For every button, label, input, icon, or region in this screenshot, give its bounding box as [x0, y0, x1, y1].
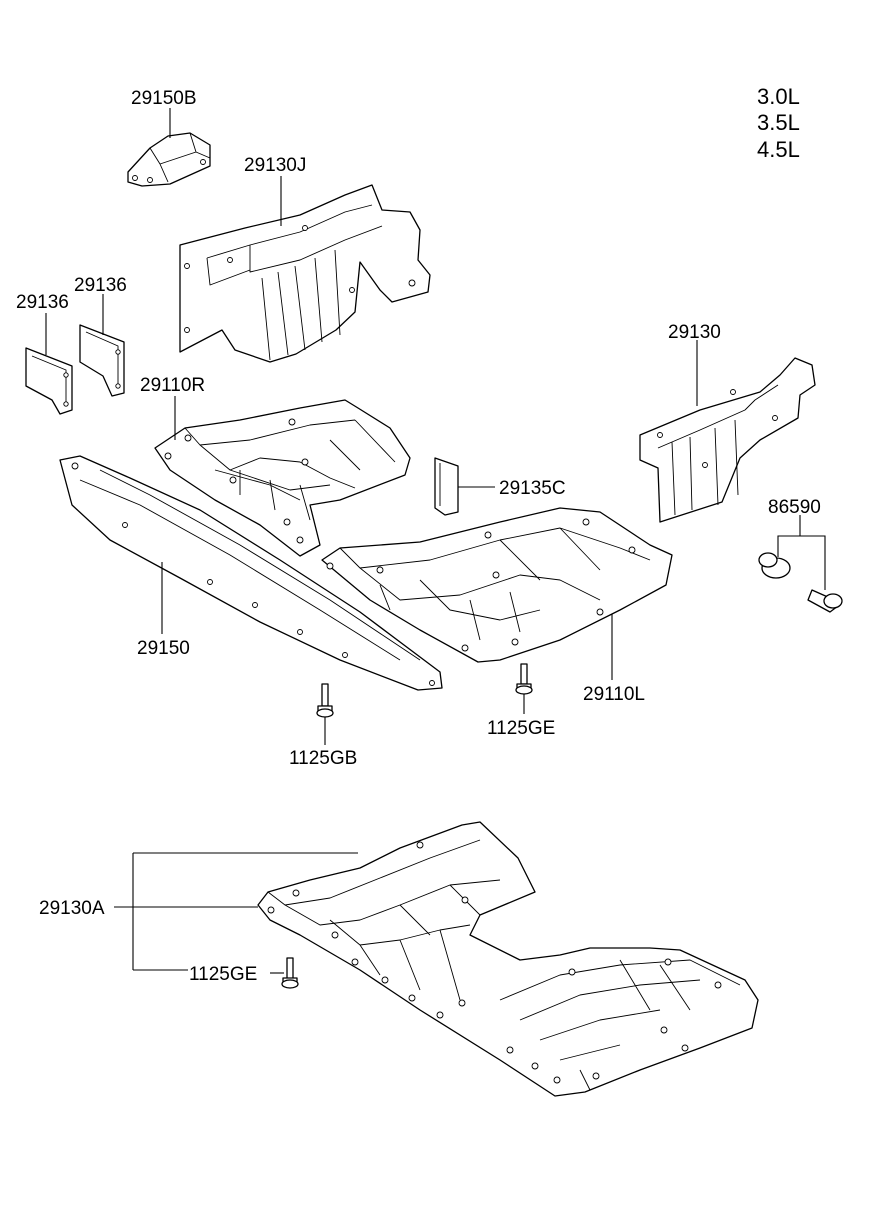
engine-spec-3: 4.5L	[757, 137, 800, 162]
label-29130A: 29130A	[39, 898, 105, 919]
part-29130A-assembly: 29130A	[39, 821, 759, 1097]
label-1125GB: 1125GB	[289, 748, 357, 769]
label-1125GE-top: 1125GE	[487, 718, 555, 739]
label-29136-left: 29136	[16, 292, 69, 313]
part-29136-plate-left: 29136	[16, 292, 73, 415]
engine-spec-list: 3.0L 3.5L 4.5L	[757, 84, 800, 162]
part-86590-fasteners: 86590	[758, 497, 843, 613]
label-29150: 29150	[137, 638, 190, 659]
label-29110R: 29110R	[140, 375, 205, 396]
engine-spec-1: 3.0L	[757, 84, 800, 109]
part-1125GE-bolt-bottom: 1125GE	[189, 957, 299, 989]
part-1125GB-bolt: 1125GB	[289, 683, 357, 769]
engine-spec-2: 3.5L	[757, 110, 800, 135]
label-29130: 29130	[668, 322, 721, 343]
label-29136-right: 29136	[74, 275, 127, 296]
label-29130J: 29130J	[244, 155, 306, 176]
label-1125GE-bottom: 1125GE	[189, 964, 257, 985]
label-29150B: 29150B	[131, 88, 197, 109]
label-29110L: 29110L	[583, 684, 645, 705]
part-29130J-shield: 29130J	[179, 155, 431, 363]
part-29150-cover: 29150	[59, 455, 443, 691]
part-29130-shield: 29130	[639, 322, 816, 523]
part-29150B-bracket: 29150B	[127, 88, 211, 187]
part-29110R-panel: 29110R	[140, 375, 411, 557]
part-1125GE-bolt-top: 1125GE	[487, 663, 555, 739]
part-29110L-panel: 29110L	[321, 507, 673, 705]
part-29135C-clip: 29135C	[434, 457, 566, 516]
label-86590: 86590	[768, 497, 821, 518]
part-29136-plate-right: 29136	[74, 275, 127, 397]
label-29135C: 29135C	[499, 478, 566, 499]
